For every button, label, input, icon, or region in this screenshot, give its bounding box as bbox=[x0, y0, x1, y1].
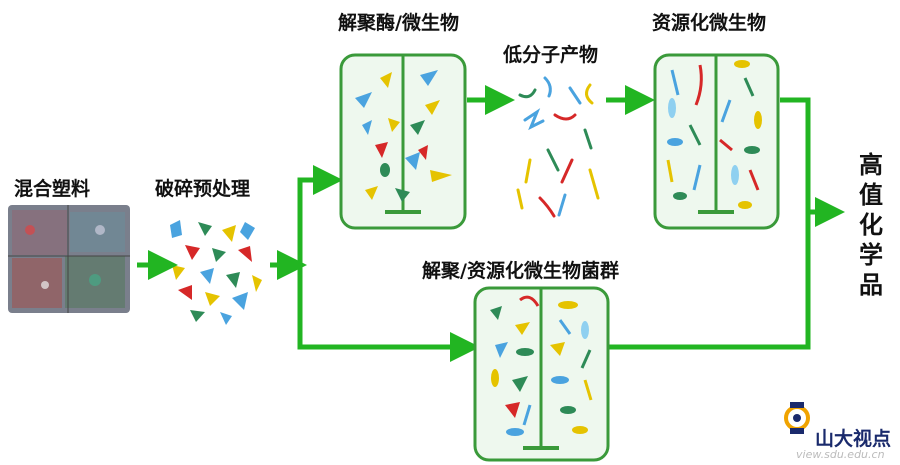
sdu-logo-icon bbox=[784, 402, 810, 434]
logo-name: 山大视点 bbox=[815, 428, 892, 450]
resource-microbe-tank bbox=[653, 53, 780, 230]
depolymerase-tank bbox=[339, 53, 467, 230]
consortium-tank bbox=[473, 286, 610, 462]
resource-microbe-label: 资源化微生物 bbox=[652, 12, 767, 34]
consortium-label: 解聚/资源化微生物菌群 bbox=[422, 260, 619, 282]
flow-arrows bbox=[137, 85, 845, 362]
mixed-plastic-label: 混合塑料 bbox=[14, 178, 91, 200]
low-molecular-products bbox=[516, 76, 600, 218]
high-value-chemicals-label: 高值化学品 bbox=[859, 151, 883, 299]
plastic-bale-photo bbox=[8, 205, 130, 313]
low-molecular-label: 低分子产物 bbox=[503, 44, 599, 66]
depolymerase-label: 解聚酶/微生物 bbox=[338, 12, 459, 34]
logo-url: view.sdu.edu.cn bbox=[796, 448, 885, 461]
crushed-fragments bbox=[170, 220, 262, 325]
crushing-label: 破碎预处理 bbox=[155, 178, 251, 200]
